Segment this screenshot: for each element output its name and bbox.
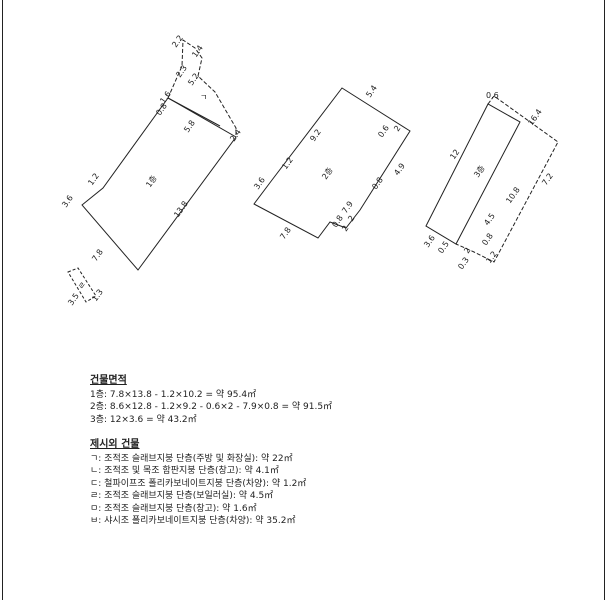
floor2-dim: 2	[392, 124, 402, 133]
floor3-dim: 3.6	[422, 234, 437, 250]
floor2-dim: 2	[340, 224, 350, 233]
annex-label: ㄱ	[200, 93, 207, 102]
small-annex-dim: 3.5	[66, 292, 81, 308]
floor3-dim: 1.2	[484, 250, 499, 266]
floor1-dim: 13.8	[172, 199, 190, 219]
floor1-dim: 7.8	[90, 248, 105, 264]
excluded-line: ㄷ: 철파이프조 폴리카보네이트지붕 단층(차양): 약 1.2㎡	[90, 478, 307, 489]
floor2-dim: 7.8	[278, 226, 293, 242]
floor3-dim: 0.6	[486, 91, 499, 100]
floor2-dim: 2	[346, 214, 356, 223]
excluded-line: ㄴ: 조적조 및 목조 함판지붕 단층(창고): 약 4.1㎡	[90, 466, 279, 476]
floor1-plan: 1층 3.6 1.2 7.8 13.8 5.8 0.8 1.6 2.4 ㄱ 2.…	[60, 34, 243, 308]
floor2-dim: 0.8	[370, 176, 385, 192]
small-annex-label: ㄹ	[76, 280, 88, 291]
floor2-dim: 3.6	[252, 176, 267, 192]
floor2-label: 2층	[320, 166, 335, 181]
floor2-outline	[253, 87, 411, 239]
floor3-plan: 3층 0.6 12 16.4 7.2 10.8 4.5 0.8 1.2 3.6 …	[422, 91, 559, 272]
floor1-dim: 1.2	[86, 172, 101, 188]
floor3-dim: 7.2	[540, 172, 555, 188]
floor2-plan: 2층 5.4 9.2 1.2 3.6 0.6 2 4.9 0.8 7.8 7.9…	[252, 84, 411, 242]
floor-plan-sketch: 1층 3.6 1.2 7.8 13.8 5.8 0.8 1.6 2.4 ㄱ 2.…	[60, 34, 559, 308]
floor2-dim: 7.9	[340, 200, 355, 216]
floor3-dim: 10.8	[504, 185, 522, 205]
floor3-dim: 0.5	[436, 240, 451, 256]
floor2-dim: 5.4	[364, 84, 379, 100]
floor3-outline	[425, 103, 521, 245]
floor2-dim: 1.2	[280, 156, 295, 172]
floor3-dim: 2	[462, 246, 472, 255]
excluded-line: ㄹ: 조적조 슬래브지붕 단층(보일러실): 약 4.5㎡	[90, 491, 274, 501]
floor1-dim: 5.8	[182, 119, 197, 135]
floor2-dim: 4.9	[392, 162, 407, 178]
floor1-dim: 3.6	[60, 194, 75, 210]
floor3-dim: 16.4	[526, 107, 544, 127]
building-area-block: 건물면적 1층: 7.8×13.8 - 1.2×10.2 = 약 95.4㎡ 2…	[90, 375, 332, 426]
area-line: 3층: 12×3.6 = 약 43.2㎡	[90, 414, 197, 425]
excluded-line: ㅁ: 조적조 슬래브지붕 단층(창고): 약 1.6㎡	[90, 503, 257, 514]
excluded-buildings-title: 제시외 건물	[90, 439, 140, 450]
floor3-dim: 0.3	[456, 256, 471, 272]
area-line: 2층: 8.6×12.8 - 1.2×9.2 - 0.6×2 - 7.9×0.8…	[90, 402, 333, 412]
area-line: 1층: 7.8×13.8 - 1.2×10.2 = 약 95.4㎡	[90, 389, 257, 400]
floor1-label: 1층	[144, 174, 159, 189]
page-border-right	[604, 0, 605, 600]
floor2-dim: 0.6	[376, 124, 391, 140]
excluded-line: ㄱ: 조적조 슬래브지붕 단층(주방 및 화장실): 약 22㎡	[90, 453, 293, 464]
floor1-dim: 2.4	[228, 128, 243, 144]
floor1-outline	[81, 97, 237, 271]
excluded-buildings-block: 제시외 건물 ㄱ: 조적조 슬래브지붕 단층(주방 및 화장실): 약 22㎡ …	[90, 439, 332, 528]
floor1-small-annex-outline	[67, 267, 97, 303]
excluded-line: ㅂ: 샤시조 폴리카보네이트지붕 단층(차양): 약 35.2㎡	[90, 516, 296, 526]
area-notes: 건물면적 1층: 7.8×13.8 - 1.2×10.2 = 약 95.4㎡ 2…	[90, 375, 332, 528]
floor1-annex-outline	[167, 39, 237, 137]
floor1-annex-divider	[167, 97, 221, 127]
building-area-title: 건물면적	[90, 375, 127, 386]
floor3-dim: 0.8	[480, 232, 495, 248]
floor3-label: 3층	[472, 164, 487, 179]
floor3-canopy-outline	[455, 95, 559, 263]
floor3-dim: 4.5	[482, 212, 497, 228]
page-border-left	[2, 0, 3, 600]
annex-dim: 2.3	[174, 64, 189, 80]
